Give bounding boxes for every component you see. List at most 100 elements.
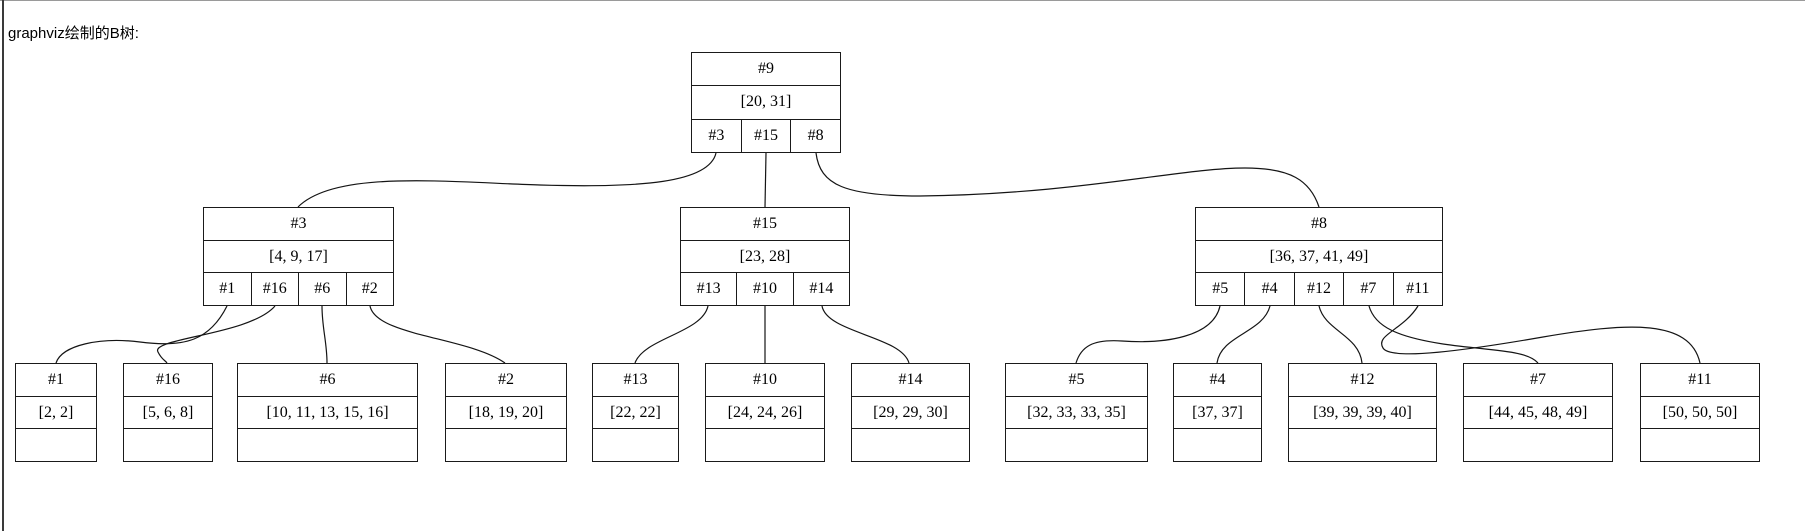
node-pointer-cell: #13 (696, 280, 721, 298)
node-empty-cell (446, 429, 566, 461)
node-keys-label: [18, 19, 20] (446, 395, 566, 429)
edge-8p4-to-7 (1368, 305, 1539, 364)
node-id-label: #13 (623, 370, 648, 388)
btree-node-15: #15[23, 28]#13#10#14 (680, 207, 850, 306)
edge-3p1-to-1 (55, 305, 228, 364)
node-keys-label: [50, 50, 50] (1641, 395, 1759, 429)
node-keys-label: [4, 9, 17] (204, 239, 393, 273)
edge-8p1-to-5 (1075, 305, 1221, 364)
node-id-label: #7 (1530, 370, 1546, 388)
btree-node-9: #9[20, 31]#3#15#8 (691, 52, 841, 153)
edge-3p4-to-2 (369, 305, 506, 364)
edge-3p3-to-6 (321, 305, 328, 364)
node-pointer-cell: #5 (1212, 280, 1229, 298)
node-pointer-cell: #16 (250, 273, 299, 306)
node-id-label: #4 (1209, 370, 1226, 388)
page-title: graphviz绘制的B树: (8, 25, 139, 42)
node-empty-cell (238, 429, 417, 461)
node-id-label: #12 (1350, 370, 1375, 388)
btree-node-11: #11 [50, 50, 50] (1640, 363, 1760, 462)
node-empty-cell (593, 429, 678, 461)
edge-15p1-to-13 (634, 305, 709, 364)
node-pointer-row: #13 #10#14 (681, 272, 849, 306)
node-id-label: #8 (1311, 214, 1327, 232)
node-id-label: #2 (498, 370, 514, 388)
edge-3p2-to-16 (157, 305, 276, 364)
node-id-label: #11 (1688, 370, 1712, 388)
node-empty-row (1641, 428, 1759, 461)
left-window-edge (2, 0, 4, 531)
node-empty-row (1006, 428, 1147, 461)
node-id-label: #14 (898, 370, 923, 388)
btree-node-3: #3[4, 9, 17]#1#16#6#2 (203, 207, 394, 306)
btree-node-12: #12 [39, 39, 39, 40] (1288, 363, 1437, 462)
node-pointer-row: #3 #15#8 (692, 118, 840, 152)
btree-node-2: #2 [18, 19, 20] (445, 363, 567, 462)
node-keys-label: [37, 37] (1174, 395, 1261, 429)
node-empty-row (706, 428, 824, 461)
node-empty-cell (1289, 429, 1436, 461)
node-keys-label: [20, 31] (692, 85, 840, 118)
edge-15p3-to-14 (821, 305, 910, 364)
edge-9p2-to-15 (764, 152, 767, 208)
btree-node-7: #7 [44, 45, 48, 49] (1463, 363, 1613, 462)
node-empty-row (238, 428, 417, 461)
edge-8p5-to-11 (1381, 305, 1701, 364)
edge-9p1-to-3 (297, 152, 717, 208)
btree-node-8: #8 [36, 37, 41, 49] #5 #4#12#7#11 (1195, 207, 1443, 306)
node-keys-label: [24, 24, 26] (706, 395, 824, 429)
node-pointer-cell: #11 (1392, 273, 1442, 306)
node-id-label: #16 (156, 370, 180, 388)
node-pointer-cell: #1 (219, 280, 236, 298)
node-pointer-cell: #8 (790, 119, 840, 152)
node-empty-row (1289, 428, 1436, 461)
node-pointer-cell: #14 (792, 273, 849, 306)
node-id-label: #1 (48, 370, 64, 388)
node-id-label: #3 (290, 214, 307, 232)
node-empty-cell (852, 429, 969, 461)
btree-node-10: #10 [24, 24, 26] (705, 363, 825, 462)
node-keys-label: [32, 33, 33, 35] (1006, 395, 1147, 429)
node-keys-label: [5, 6, 8] (124, 395, 212, 429)
top-window-edge (0, 0, 1805, 1)
btree-node-14: #14[29, 29, 30] (851, 363, 970, 462)
node-empty-cell (1641, 429, 1759, 461)
node-keys-label: [10, 11, 13, 15, 16] (238, 395, 417, 429)
btree-node-6: #6 [10, 11, 13, 15, 16] (237, 363, 418, 462)
node-empty-row (1464, 428, 1612, 461)
node-keys-label: [23, 28] (681, 239, 849, 273)
node-pointer-cell: #6 (298, 273, 346, 306)
node-pointer-row: #5 #4#12#7#11 (1196, 272, 1442, 306)
node-pointer-cell: #15 (740, 119, 791, 152)
node-keys-label: [44, 45, 48, 49] (1464, 395, 1612, 429)
node-pointer-cell: #3 (708, 126, 725, 144)
node-keys-label: [39, 39, 39, 40] (1289, 395, 1436, 429)
node-empty-cell (1464, 429, 1612, 461)
node-keys-label: [2, 2] (16, 395, 96, 429)
node-empty-cell (16, 429, 96, 461)
node-id-label: #10 (753, 370, 777, 388)
edge-8p2-to-4 (1216, 305, 1271, 364)
node-id-label: #5 (1068, 370, 1085, 388)
btree-node-5: #5 [32, 33, 33, 35] (1005, 363, 1148, 462)
node-empty-cell (124, 429, 212, 461)
node-id-label: #6 (319, 370, 336, 388)
edge-9p3-to-8 (815, 152, 1320, 208)
node-empty-cell (1174, 429, 1261, 461)
node-keys-label: [36, 37, 41, 49] (1196, 239, 1442, 273)
btree-node-1: #1 [2, 2] (15, 363, 97, 462)
btree-node-16: #16 [5, 6, 8] (123, 363, 213, 462)
btree-node-4: #4 [37, 37] (1173, 363, 1262, 462)
node-empty-row (593, 428, 678, 461)
node-empty-row (124, 428, 212, 461)
node-pointer-cell: #12 (1293, 273, 1343, 306)
node-pointer-cell: #4 (1244, 273, 1293, 306)
node-empty-cell (706, 429, 824, 461)
btree-node-13: #13 [22, 22] (592, 363, 679, 462)
node-pointer-row: #1#16#6#2 (204, 272, 393, 306)
node-keys-label: [22, 22] (593, 395, 678, 429)
node-pointer-cell: #10 (736, 273, 792, 306)
node-pointer-cell: #7 (1343, 273, 1392, 306)
edge-8p3-to-12 (1318, 305, 1363, 364)
